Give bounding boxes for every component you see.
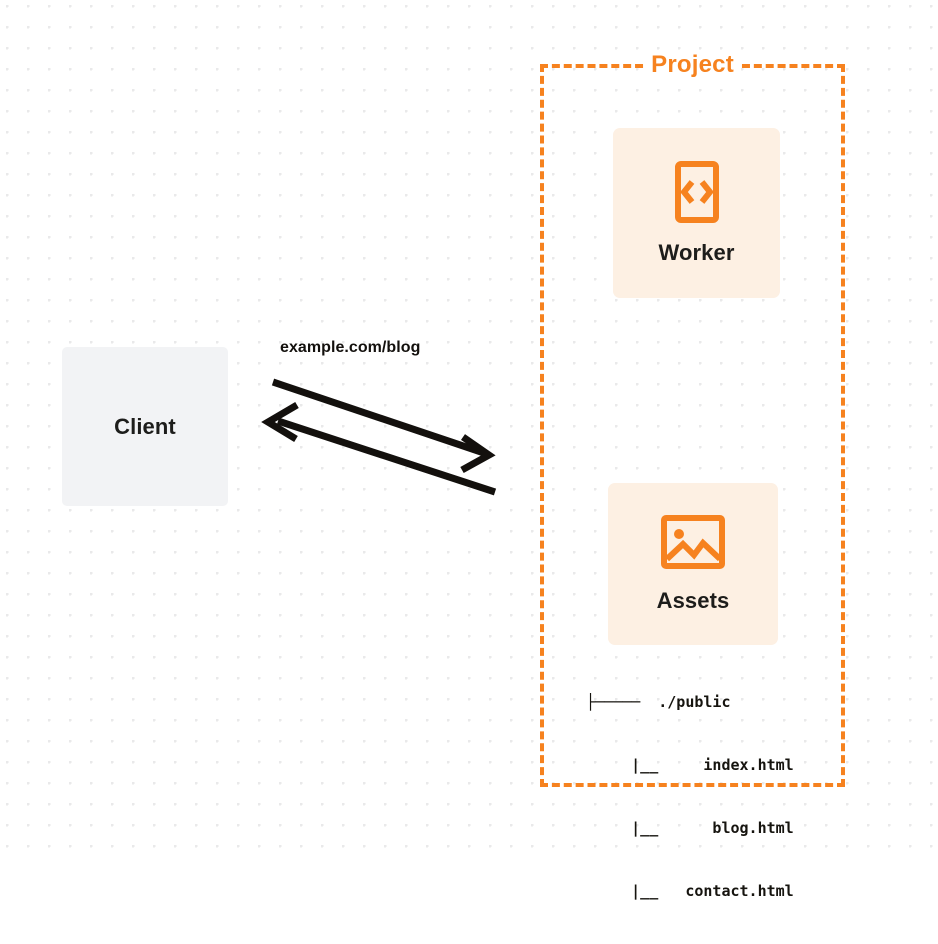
diagram-canvas: Client example.com/blog Project Worker	[0, 0, 938, 900]
request-url-label: example.com/blog	[280, 339, 421, 356]
project-container: Project	[540, 51, 845, 787]
client-node: Client	[62, 347, 228, 506]
worker-label: Worker	[658, 240, 735, 265]
assets-node: Assets	[608, 483, 778, 645]
response-arrow	[261, 401, 497, 496]
image-picture-icon	[661, 515, 725, 569]
assets-file-tree: ├───── ./public |__ index.html |__ blog.…	[586, 650, 794, 944]
file-tree-line: |__ blog.html	[586, 819, 794, 837]
assets-label: Assets	[656, 588, 730, 613]
project-title: Project	[644, 51, 741, 79]
client-label: Client	[114, 413, 176, 439]
file-tree-line: ├───── ./public	[586, 693, 731, 711]
request-arrow	[271, 378, 496, 474]
code-brackets-icon	[674, 161, 719, 223]
file-tree-line: |__ index.html	[586, 756, 794, 774]
worker-node: Worker	[613, 128, 780, 298]
file-tree-line: |__ contact.html	[586, 882, 794, 900]
